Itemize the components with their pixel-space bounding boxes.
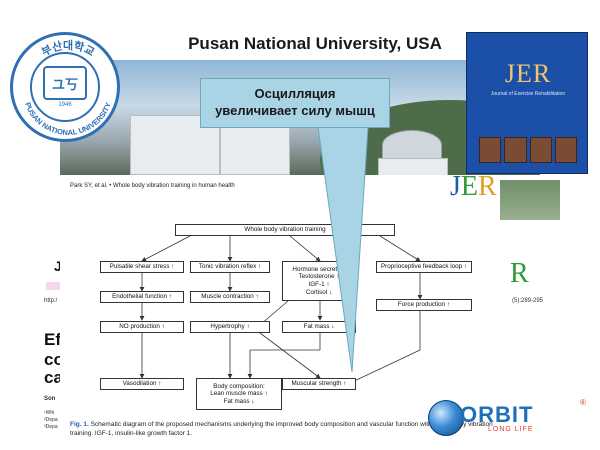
fragment-http: http:/ (44, 298, 58, 304)
cover-tile (554, 137, 577, 163)
registered-mark-icon: ® (580, 398, 586, 407)
box-shear-stress: Pulsatile shear stress ↑ (100, 261, 184, 273)
paper-header: Park SY, et al. • Whole body vibration t… (70, 183, 235, 189)
fragment-dep1: ²Depa (44, 417, 58, 423)
cover-tile (529, 137, 552, 163)
callout-bubble: Осцилляция увеличивает силу мышц (200, 78, 390, 128)
orbit-tagline: LONG LIFE (488, 426, 534, 433)
seal-english-text: PUSAN NATIONAL UNIVERSITY (23, 101, 113, 137)
box-body-composition: Body composition: Lean muscle mass ↑ Fat… (196, 378, 282, 410)
callout-line-1: Осцилляция (254, 86, 336, 102)
orbit-logo: ORBIT LONG LIFE ® (424, 398, 594, 442)
cover-subtitle: Journal of Exercise Rehabilitation (490, 91, 566, 97)
right-photo-fragment (500, 180, 560, 220)
seal-korean-text: 부산대학교 (39, 38, 96, 59)
fragment-co: co (44, 350, 64, 369)
fragment-r: R (510, 258, 529, 289)
box-vasodilation: Vasodilation ↑ (100, 378, 184, 390)
globe-icon (428, 400, 464, 436)
callout-line-2: увеличивает силу мышц (215, 103, 375, 118)
fragment-dep2: ³Depa (44, 424, 58, 430)
box-no-production: NO production ↑ (100, 321, 184, 333)
box-hormone: Hormone secretion Testosterone ↑ IGF-1 ↑… (282, 261, 356, 301)
box-force-production: Force production ↑ (376, 299, 472, 311)
cover-tile (479, 137, 502, 163)
box-muscle-contraction: Muscle contraction ↑ (190, 291, 270, 303)
box-proprioceptive: Proprioceptive feedback loop ↑ (376, 261, 472, 273)
fragment-ca: ca (44, 368, 63, 387)
orbit-name: ORBIT (460, 402, 534, 427)
paper-jer-logo: JER (450, 171, 497, 202)
seal-ring: 부산대학교 PUSAN NATIONAL UNIVERSITY (23, 38, 113, 137)
box-muscular-strength: Muscular strength ↑ (282, 378, 356, 390)
seal-mark-icon: ユ丂 (43, 66, 87, 100)
caption-label: Fig. 1. (70, 421, 89, 428)
box-hypertrophy: Hypertrophy ↑ (190, 321, 270, 333)
fragment-ef: Ef (44, 330, 61, 349)
svg-text:PUSAN NATIONAL UNIVERSITY: PUSAN NATIONAL UNIVERSITY (23, 101, 113, 137)
pink-bar (46, 282, 60, 290)
box-wbvt: Whole body vibration training (175, 224, 395, 236)
seal-emblem: ユ丂 1946 (30, 52, 100, 122)
box-fat-mass: Fat mass ↓ (282, 321, 356, 333)
box-endothelial: Endothelial function ↑ (100, 291, 184, 303)
svg-text:부산대학교: 부산대학교 (39, 38, 96, 59)
fragment-son: Son (44, 396, 56, 402)
figure-caption: Fig. 1. Schematic diagram of the propose… (70, 421, 500, 439)
seal-year: 1946 (58, 102, 72, 108)
fragment-pages: (5):289-295 (512, 298, 544, 304)
box-tonic-reflex: Tonic vibration reflex ↑ (190, 261, 270, 273)
slide-title: Pusan National University, USA (188, 34, 442, 53)
cover-jer-logo: JER (504, 59, 552, 88)
caption-text: Schematic diagram of the proposed mechan… (70, 421, 493, 437)
fragment-j: J (54, 258, 62, 274)
dome-building (382, 130, 442, 160)
journal-cover: JER Journal of Exercise Rehabilitation (466, 32, 588, 174)
university-seal: 부산대학교 PUSAN NATIONAL UNIVERSITY ユ丂 1946 (10, 32, 120, 142)
fragment-whi: ¹Whi (44, 410, 55, 416)
cover-image-strip (479, 137, 577, 163)
dome-base (378, 158, 448, 175)
cover-tile (504, 137, 527, 163)
